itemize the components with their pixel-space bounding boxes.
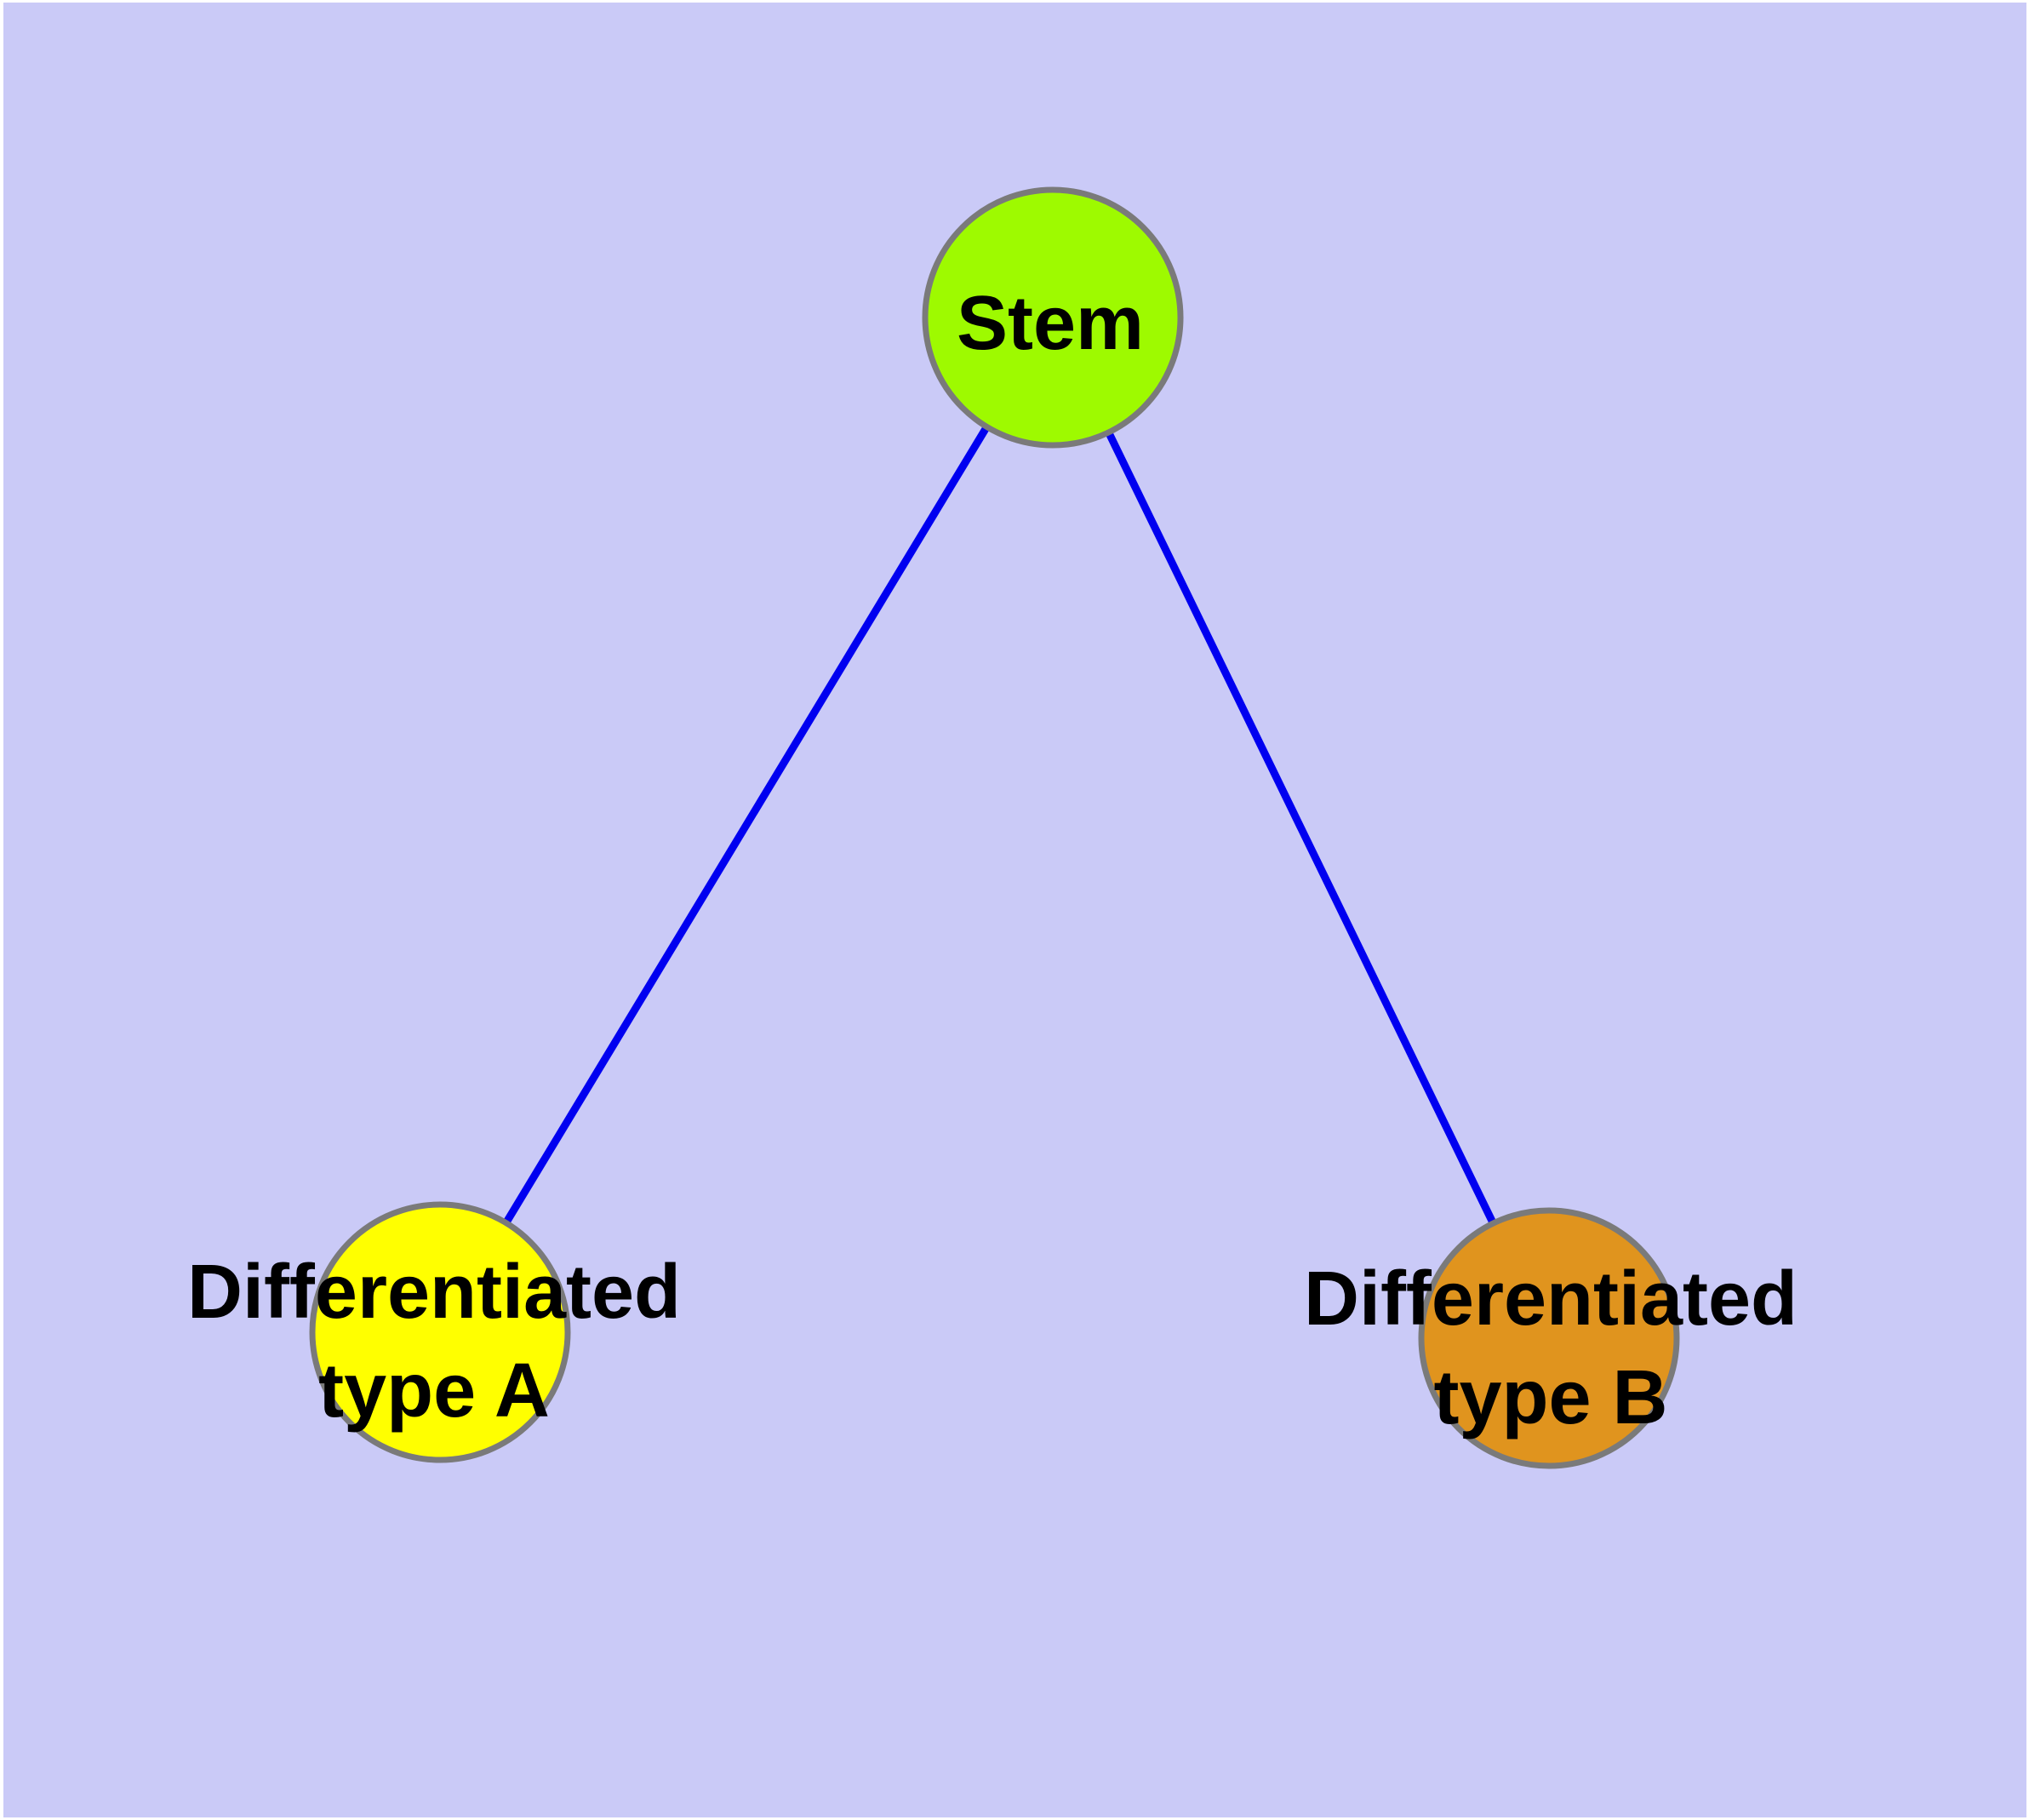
node-stem-circle xyxy=(922,186,1184,449)
edge-stem-to-type-a xyxy=(437,315,1056,1335)
node-type-a-label-line2: type A xyxy=(318,1348,550,1434)
node-type-b-label-line2: type B xyxy=(1433,1355,1667,1440)
node-type-a-circle xyxy=(309,1201,571,1463)
node-type-a-label-line1: Differentiated xyxy=(187,1250,681,1335)
node-stem-label: Stem xyxy=(957,281,1144,366)
node-type-a: Differentiated type A xyxy=(187,1201,681,1463)
edge-stem-to-type-b xyxy=(1049,316,1553,1340)
node-stem: Stem xyxy=(922,186,1184,449)
node-type-b-label-line1: Differentiated xyxy=(1304,1256,1798,1342)
node-type-b-circle xyxy=(1418,1207,1680,1469)
node-type-b: Differentiated type B xyxy=(1304,1207,1798,1469)
